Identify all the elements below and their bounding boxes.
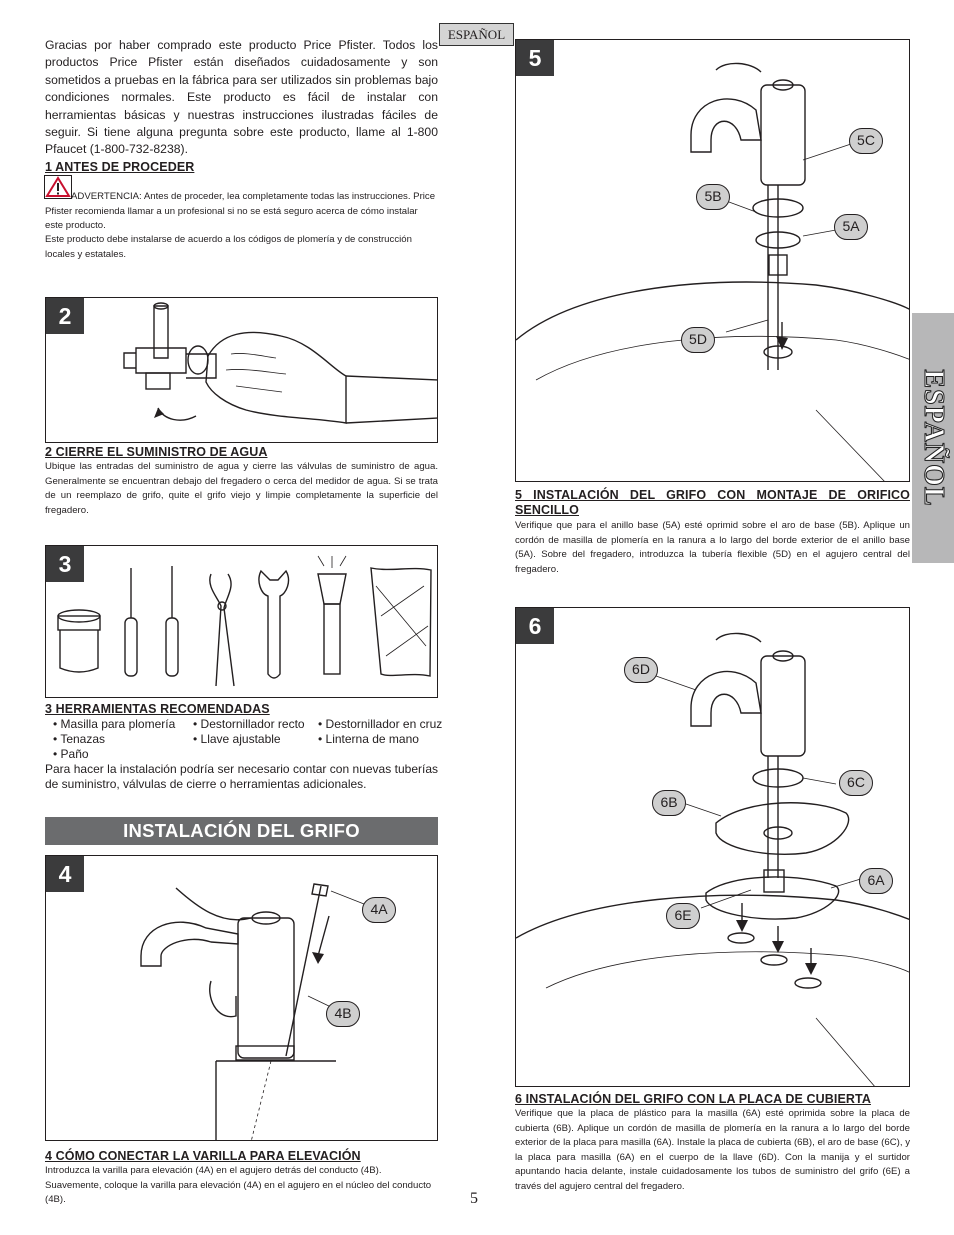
tool-item: • Llave ajustable (193, 732, 281, 746)
callout-6a: 6A (859, 868, 893, 894)
callout-6e: 6E (666, 903, 700, 929)
language-tab: ESPAÑOL (439, 23, 514, 46)
callout-6d: 6D (624, 657, 658, 683)
section-2-title: 2 CIERRE EL SUMINISTRO DE AGUA (45, 445, 268, 459)
callout-5d: 5D (681, 327, 715, 353)
section-2-body: Ubique las entradas del suministro de ag… (45, 461, 438, 516)
panel-3-illustration: 3 (45, 545, 438, 698)
installation-banner: INSTALACIÓN DEL GRIFO (45, 817, 438, 845)
tool-item: • Destornillador recto (193, 717, 305, 731)
page-number: 5 (470, 1190, 478, 1207)
tool-item: • Masilla para plomería (53, 717, 176, 731)
lift-rod-illustration (140, 883, 365, 1140)
single-hole-mount-illustration (516, 62, 909, 481)
callout-5c: 5C (849, 128, 883, 154)
panel-4-illustration: 4 4A 4B (45, 855, 438, 1141)
panel-6-illustration: 6 6D 6C 6B 6A 6E (515, 607, 910, 1087)
side-language-tab: ESPAÑOL (912, 313, 954, 563)
cover-plate-mount-illustration (516, 632, 909, 1086)
section-5-body: Verifique que para el anillo base (5A) e… (515, 520, 910, 575)
intro-paragraph: Gracias por haber comprado este producto… (45, 38, 438, 157)
section-1-title: 1 ANTES DE PROCEDER (45, 160, 195, 174)
section-4-title: 4 CÓMO CONECTAR LA VARILLA PARA ELEVACIÓ… (45, 1149, 361, 1163)
section-3-title: 3 HERRAMIENTAS RECOMENDADAS (45, 702, 270, 716)
step-5-number: 5 (516, 40, 554, 76)
panel-5-illustration: 5 5C 5B 5A 5D (515, 39, 910, 482)
callout-4a: 4A (362, 897, 396, 923)
tool-item: • Paño (53, 747, 89, 761)
shutoff-valve-illustration (123, 302, 437, 424)
step-6-number: 6 (516, 608, 554, 644)
step-2-number: 2 (46, 298, 84, 334)
callout-4b: 4B (326, 1001, 360, 1027)
callout-5a: 5A (834, 214, 868, 240)
section-4-body: Introduzca la varilla para elevación (4A… (45, 1165, 432, 1205)
callout-6c: 6C (839, 770, 873, 796)
section-3-body: Para hacer la instalación podría ser nec… (45, 762, 438, 791)
step-3-number: 3 (46, 546, 84, 582)
warning-text: ADVERTENCIA: Antes de proceder, lea comp… (45, 191, 436, 231)
section-6-body: Verifique que la placa de plástico para … (515, 1108, 910, 1192)
codes-note: Este producto debe instalarse de acuerdo… (45, 234, 412, 260)
step-4-number: 4 (46, 856, 84, 892)
callout-6b: 6B (652, 790, 686, 816)
section-6-title: 6 INSTALACIÓN DEL GRIFO CON LA PLACA DE … (515, 1092, 871, 1106)
panel-2-illustration: 2 (45, 297, 438, 443)
tools-illustration (57, 555, 432, 687)
callout-5b: 5B (696, 184, 730, 210)
tools-list: • Masilla para plomería • Destornillador… (53, 717, 448, 762)
side-tab-label: ESPAÑOL (918, 369, 950, 507)
tool-item: • Destornillador en cruz (318, 717, 443, 731)
tool-item: • Tenazas (53, 732, 106, 746)
tool-item: • Linterna de mano (318, 732, 419, 746)
warning-icon (44, 175, 72, 199)
section-5-title: 5 INSTALACIÓN DEL GRIFO CON MONTAJE DE O… (515, 488, 910, 517)
